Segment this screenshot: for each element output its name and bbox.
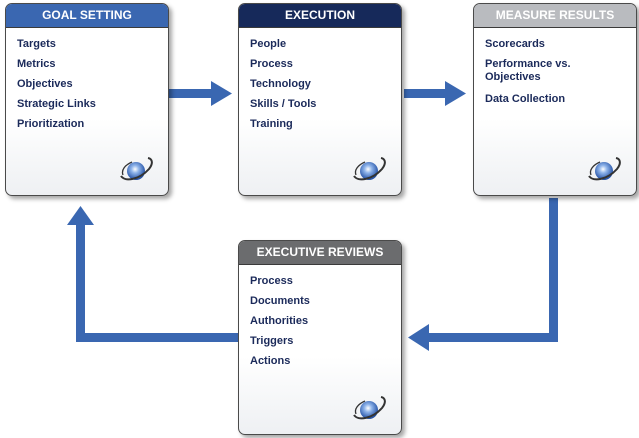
- list-item: Metrics: [17, 58, 56, 70]
- box-item-list: Targets Metrics Objectives Strategic Lin…: [6, 28, 168, 131]
- arrow-reviews-to-goal: [67, 206, 238, 342]
- orbit-globe-logo-icon: [353, 396, 386, 420]
- list-item: Data Collection: [485, 93, 566, 105]
- list-item: Objectives: [17, 78, 73, 90]
- list-item: Performance vs. Objectives: [485, 58, 571, 83]
- box-title: GOAL SETTING: [6, 4, 168, 28]
- list-item: Scorecards: [485, 38, 545, 50]
- box-item-list: Scorecards Performance vs. Objectives Da…: [474, 28, 636, 106]
- box-execution: EXECUTION People Process Technology Skil…: [238, 3, 402, 196]
- orbit-globe-logo-icon: [588, 157, 621, 181]
- list-item: Actions: [250, 355, 291, 367]
- orbit-globe-logo-icon: [120, 157, 153, 181]
- box-title: EXECUTION: [239, 4, 401, 28]
- list-item: Process: [250, 58, 293, 70]
- list-item: Prioritization: [17, 118, 85, 130]
- arrow-goal-to-execution: [169, 81, 232, 106]
- arrow-measure-to-reviews: [408, 198, 558, 351]
- box-measure-results: MEASURE RESULTS Scorecards Performance v…: [473, 3, 637, 196]
- list-item: Skills / Tools: [250, 98, 317, 110]
- list-item: Process: [250, 275, 293, 287]
- list-item: People: [250, 38, 287, 50]
- list-item: Targets: [17, 38, 56, 50]
- box-title: MEASURE RESULTS: [474, 4, 636, 28]
- list-item: Documents: [250, 295, 310, 307]
- box-executive-reviews: EXECUTIVE REVIEWS Process Documents Auth…: [238, 240, 402, 435]
- box-item-list: Process Documents Authorities Triggers A…: [239, 265, 401, 368]
- box-item-list: People Process Technology Skills / Tools…: [239, 28, 401, 131]
- orbit-globe-logo-icon: [353, 157, 386, 181]
- box-goal-setting: GOAL SETTING Targets Metrics Objectives …: [5, 3, 169, 196]
- list-item: Triggers: [250, 335, 294, 347]
- list-item: Strategic Links: [17, 98, 96, 110]
- arrow-execution-to-measure: [404, 81, 466, 106]
- box-title: EXECUTIVE REVIEWS: [239, 241, 401, 265]
- list-item: Authorities: [250, 315, 309, 327]
- list-item: Technology: [250, 78, 311, 90]
- list-item: Training: [250, 118, 293, 130]
